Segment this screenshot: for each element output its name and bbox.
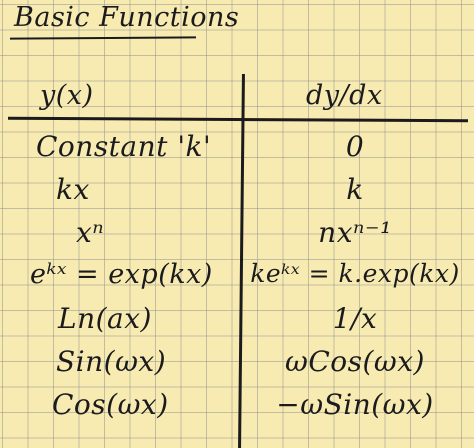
header-function: y(x) xyxy=(40,80,94,111)
row-derivative-power: nxⁿ⁻¹ xyxy=(318,216,392,249)
row-function-exponential: eᵏˣ = exp(kx) xyxy=(30,259,213,290)
row-derivative-constant: 0 xyxy=(345,130,365,163)
row-derivative-cos: −ωSin(ωx) xyxy=(276,388,434,421)
table-header-divider xyxy=(7,116,469,122)
row-derivative-sin: ωCos(ωx) xyxy=(285,345,425,378)
header-derivative: dy/dx xyxy=(306,80,383,111)
row-derivative-kx: k xyxy=(346,173,364,206)
row-function-constant: Constant 'k' xyxy=(36,130,212,163)
row-derivative-exponential: keᵏˣ = k.exp(kx) xyxy=(250,259,460,288)
table-column-divider xyxy=(238,73,245,448)
page-title: Basic Functions xyxy=(14,2,240,33)
row-function-kx: kx xyxy=(56,173,90,206)
row-function-sin: Sin(ωx) xyxy=(56,345,167,378)
title-underline xyxy=(9,36,197,40)
row-function-power: xⁿ xyxy=(76,216,105,249)
row-function-log: Ln(ax) xyxy=(58,302,152,335)
row-function-cos: Cos(ωx) xyxy=(52,388,169,421)
row-derivative-log: 1/x xyxy=(332,302,378,335)
